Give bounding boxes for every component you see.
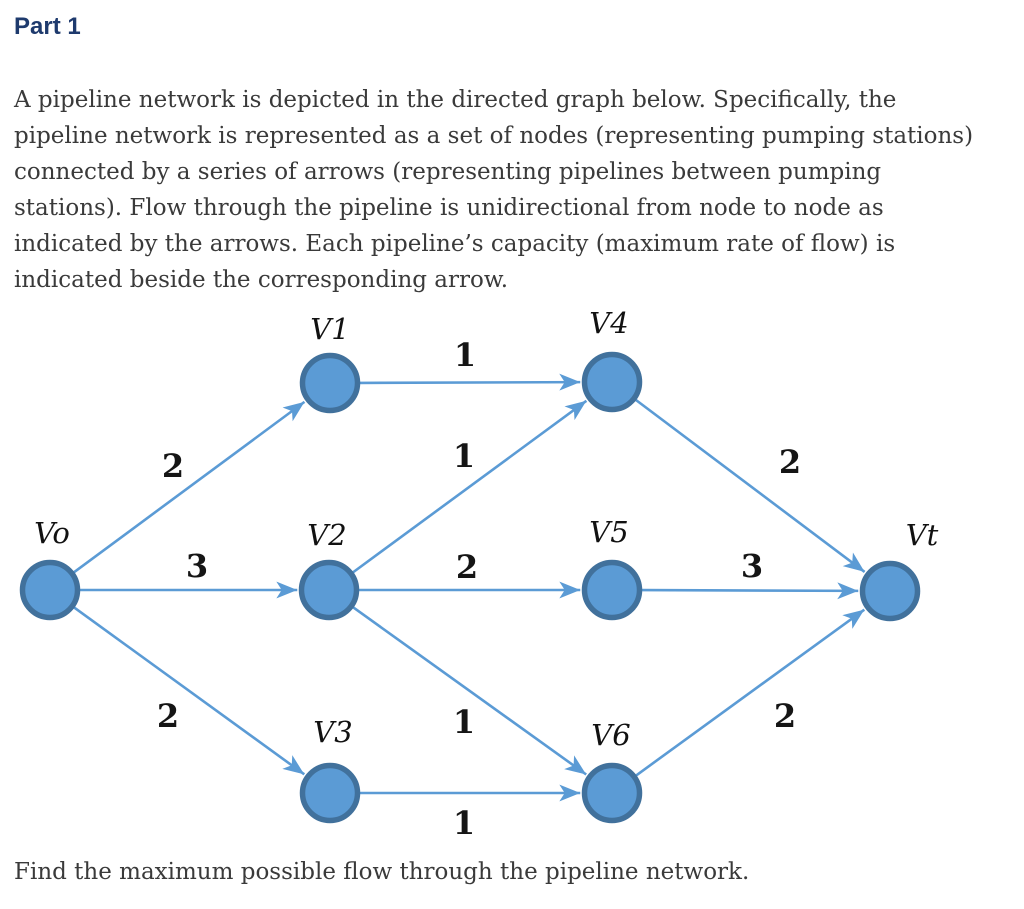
edge-V2-V6 — [352, 606, 587, 776]
node-label-Vt: Vt — [906, 518, 939, 552]
node-Vo — [19, 559, 81, 621]
capacity-label-Vo-V3: 2 — [157, 697, 179, 735]
edge-V4-Vt — [634, 398, 866, 573]
node-label-V5: V5 — [589, 515, 628, 549]
edge-Vo-V3 — [73, 606, 306, 776]
node-label-V6: V6 — [591, 718, 630, 752]
node-V3 — [299, 762, 361, 824]
edge-V1-V4 — [359, 373, 581, 391]
node-label-V3: V3 — [313, 715, 352, 749]
edge-Vo-V1 — [73, 400, 306, 574]
node-label-Vo: Vo — [34, 516, 70, 550]
capacity-label-V5-Vt: 3 — [741, 547, 763, 585]
intro-line-2: pipeline network is represented as a set… — [14, 123, 974, 149]
edge-V6-Vt — [635, 608, 866, 777]
intro-line-6: indicated beside the corresponding arrow… — [14, 267, 509, 293]
node-label-V4: V4 — [589, 306, 628, 340]
capacity-label-V1-V4: 1 — [454, 336, 476, 374]
intro-line-5: indicated by the arrows. Each pipeline’s… — [14, 231, 896, 257]
capacity-label-V4-Vt: 2 — [779, 443, 801, 481]
edge-V5-Vt — [641, 582, 859, 600]
capacity-label-V2-V4: 1 — [453, 437, 475, 475]
intro-line-3: connected by a series of arrows (represe… — [14, 159, 882, 185]
edge-V2-V4 — [352, 399, 588, 574]
intro-line-4: stations). Flow through the pipeline is … — [14, 195, 884, 221]
capacity-label-V2-V5: 2 — [456, 548, 478, 586]
nodes-layer — [19, 351, 921, 824]
capacity-label-V6-Vt: 2 — [774, 697, 796, 735]
node-V5 — [581, 559, 643, 621]
node-label-V2: V2 — [307, 518, 346, 552]
node-V6 — [581, 762, 643, 824]
capacity-label-V3-V6: 1 — [453, 804, 475, 842]
node-V1 — [299, 352, 361, 414]
capacity-label-Vo-V2: 3 — [186, 547, 208, 585]
question-text: Find the maximum possible flow through t… — [14, 859, 750, 885]
capacity-label-Vo-V1: 2 — [162, 447, 184, 485]
capacity-label-V2-V6: 1 — [453, 703, 475, 741]
edges-layer — [73, 373, 866, 802]
node-V2 — [298, 559, 360, 621]
node-V4 — [581, 351, 643, 413]
node-Vt — [859, 560, 921, 622]
part-heading: Part 1 — [14, 13, 81, 40]
intro-paragraph: A pipeline network is depicted in the di… — [14, 82, 973, 298]
node-label-V1: V1 — [310, 312, 349, 346]
intro-line-1: A pipeline network is depicted in the di… — [14, 87, 897, 113]
